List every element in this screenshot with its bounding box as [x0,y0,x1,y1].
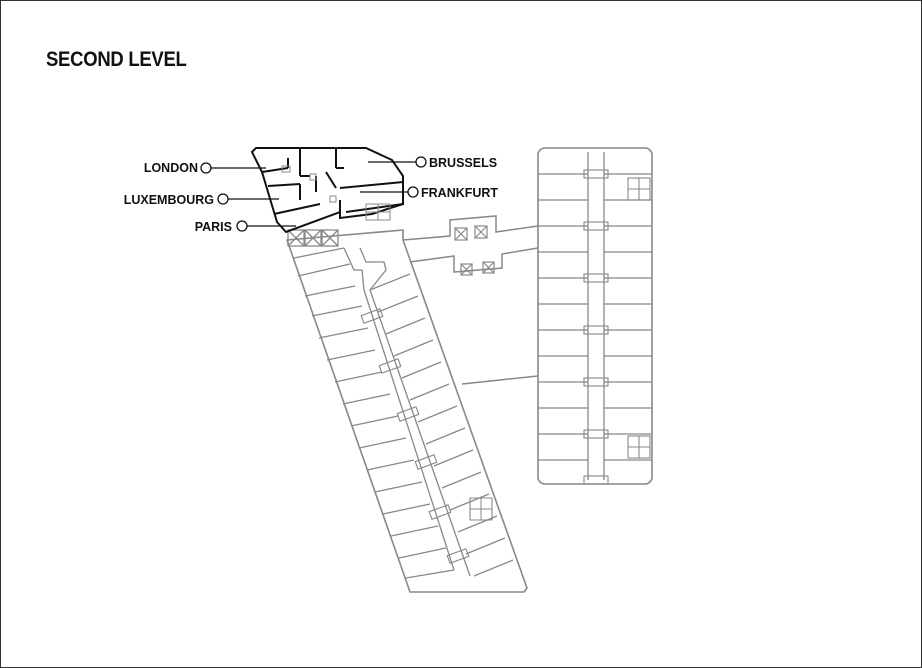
marker-luxembourg [217,193,229,205]
label-london: LONDON [144,161,266,175]
label-paris-text: PARIS [195,220,232,234]
label-brussels-text: BRUSSELS [429,156,497,170]
marker-paris [236,220,248,232]
stair-blocks-left [360,308,470,564]
marker-frankfurt [407,186,419,198]
level-title: SECOND LEVEL [46,48,187,71]
marker-london [200,162,212,174]
label-luxembourg-text: LUXEMBOURG [124,193,214,207]
elevators-bridge [454,225,495,276]
elevators-left [287,229,339,247]
left-wing [286,229,528,593]
meeting-rooms-outline [250,147,404,234]
connecting-bridge [402,215,539,385]
meeting-room-details [281,165,391,221]
left-wing-rooms-left [293,247,455,579]
label-brussels: BRUSSELS [368,156,497,170]
label-frankfurt-text: FRANKFURT [421,186,498,200]
stair-blocks-right [583,169,609,485]
right-wing-corridor [587,152,605,480]
label-frankfurt: FRANKFURT [360,186,498,200]
right-wing-rooms [538,173,652,461]
marker-brussels [415,156,427,168]
label-paris: PARIS [195,220,296,234]
left-wing-corridor [343,247,471,577]
left-wing-outline [286,229,528,593]
label-luxembourg: LUXEMBOURG [124,193,279,207]
label-london-text: LONDON [144,161,198,175]
service-cores-right [627,177,651,459]
right-wing [537,147,653,485]
